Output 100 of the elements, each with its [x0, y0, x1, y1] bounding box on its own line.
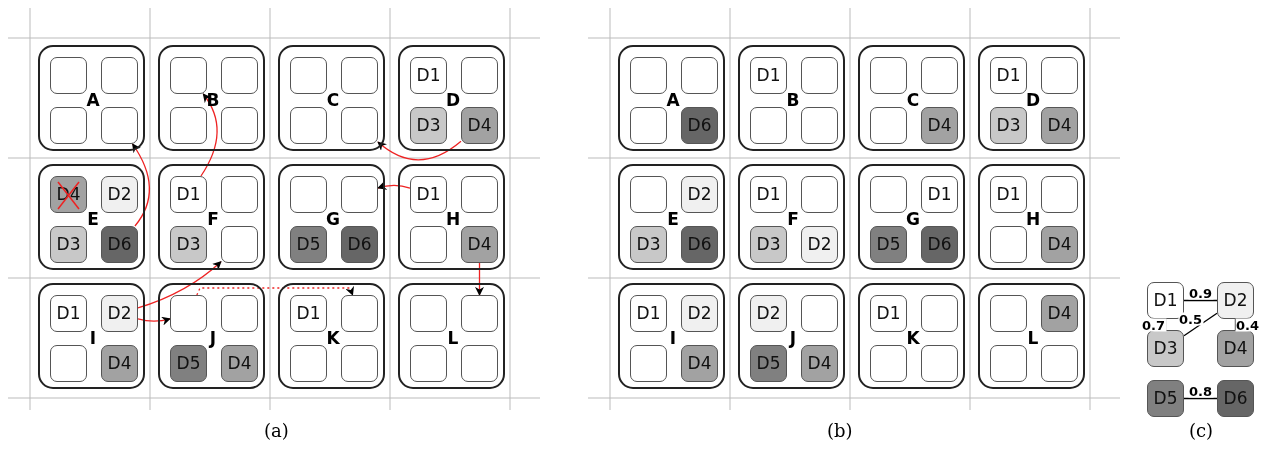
slot-box: [461, 345, 498, 382]
site-label: D: [1025, 91, 1041, 109]
slot-box: [921, 345, 958, 382]
data-block: D4: [681, 345, 718, 382]
data-block: D1: [990, 57, 1027, 94]
slot-box: [341, 295, 378, 332]
site-box: [38, 45, 145, 151]
data-block: D2: [101, 295, 138, 332]
site-box: [858, 45, 965, 151]
slot-box: [1041, 345, 1078, 382]
slot-box: [801, 57, 838, 94]
data-block: D2: [101, 176, 138, 213]
site-label: G: [906, 210, 920, 228]
slot-box: [681, 57, 718, 94]
data-block: D5: [1147, 380, 1184, 417]
data-block: D5: [750, 345, 787, 382]
slot-box: [630, 107, 667, 144]
slot-box: [461, 57, 498, 94]
data-block: D6: [921, 226, 958, 263]
site-box: [158, 283, 265, 389]
slot-box: [101, 107, 138, 144]
slot-box: [750, 107, 787, 144]
data-block: D4: [801, 345, 838, 382]
connector-line: [1183, 299, 1218, 302]
slot-box: [1041, 176, 1078, 213]
site-label: H: [1025, 210, 1041, 228]
edge-label: 0.7: [1141, 318, 1166, 331]
site-box: [978, 283, 1085, 389]
slot-box: [801, 176, 838, 213]
arrow: [200, 93, 218, 177]
slot-box: [170, 57, 207, 94]
data-block: D6: [341, 226, 378, 263]
data-block: D6: [681, 226, 718, 263]
slot-box: [410, 345, 447, 382]
site-box: [158, 45, 265, 151]
slot-box: [341, 57, 378, 94]
site-box: [858, 164, 965, 270]
data-block: D2: [750, 295, 787, 332]
data-block: D3: [750, 226, 787, 263]
site-box: [618, 164, 725, 270]
slot-box: [1041, 57, 1078, 94]
slot-box: [461, 176, 498, 213]
site-label: L: [1027, 329, 1039, 347]
site-label: A: [86, 91, 100, 109]
data-block: D4: [921, 107, 958, 144]
caption: (b): [827, 420, 853, 441]
site-box: [738, 283, 845, 389]
slot-box: [290, 107, 327, 144]
data-block: D2: [1217, 282, 1254, 319]
connector-line: [1183, 397, 1218, 400]
caption: (c): [1189, 420, 1214, 441]
slot-box: [921, 57, 958, 94]
data-block: D6: [101, 226, 138, 263]
data-block: D1: [870, 295, 907, 332]
site-label: J: [789, 329, 797, 347]
data-block: D3: [990, 107, 1027, 144]
site-box: [618, 45, 725, 151]
data-block: D4: [221, 345, 258, 382]
data-block: D1: [750, 57, 787, 94]
site-label: L: [447, 329, 459, 347]
slot-box: [290, 57, 327, 94]
data-block: D2: [801, 226, 838, 263]
site-label: C: [326, 91, 340, 109]
site-box: [278, 45, 385, 151]
data-block: D4: [1041, 226, 1078, 263]
site-box: [278, 164, 385, 270]
site-box: [158, 164, 265, 270]
slot-box: [410, 295, 447, 332]
slot-box: [341, 345, 378, 382]
slot-box: [630, 345, 667, 382]
data-block: D3: [410, 107, 447, 144]
data-block: D4: [1217, 330, 1254, 367]
site-box: [738, 45, 845, 151]
edge-label: 0.9: [1188, 286, 1213, 299]
arrow: [137, 316, 171, 326]
slot-box: [221, 226, 258, 263]
connector-line: [1183, 312, 1218, 337]
data-block: D1: [630, 295, 667, 332]
slot-box: [290, 176, 327, 213]
arrow: [131, 143, 150, 227]
data-block: D1: [170, 176, 207, 213]
data-block: D5: [870, 226, 907, 263]
data-block: D4: [1041, 295, 1078, 332]
slot-box: [990, 345, 1027, 382]
slot-box: [341, 176, 378, 213]
data-block: D4: [461, 107, 498, 144]
caption: (a): [264, 420, 289, 441]
site-box: [398, 45, 505, 151]
slot-box: [801, 295, 838, 332]
site-label: I: [89, 329, 97, 347]
slot-box: [170, 107, 207, 144]
slot-box: [50, 345, 87, 382]
site-box: [738, 164, 845, 270]
data-block: D4: [101, 345, 138, 382]
data-block: D3: [170, 226, 207, 263]
data-block: D1: [410, 176, 447, 213]
edge-label: 0.4: [1235, 318, 1260, 331]
slot-box: [630, 57, 667, 94]
site-box: [38, 164, 145, 270]
site-label: F: [787, 210, 799, 228]
